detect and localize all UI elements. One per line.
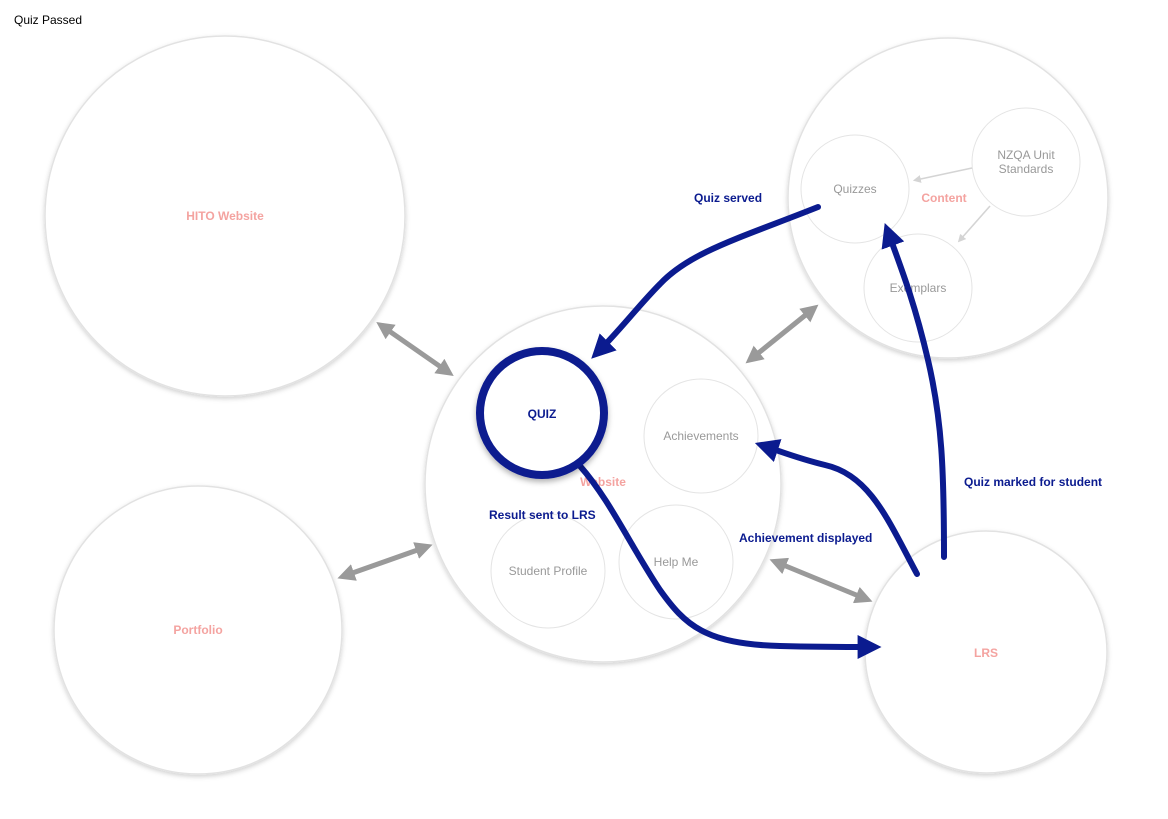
- nzqa-node: [971, 107, 1081, 217]
- student-profile-label: Student Profile: [509, 564, 588, 578]
- quiz-served-label: Quiz served: [694, 191, 762, 205]
- quiz-label: QUIZ: [528, 407, 557, 421]
- nzqa-to-exemplars-arrow: [957, 205, 991, 243]
- lrs-label: LRS: [974, 646, 998, 660]
- nzqa-label-line2: Standards: [999, 162, 1054, 176]
- exemplars-node: [863, 233, 973, 343]
- achievements-node: [643, 378, 759, 494]
- result-sent-label: Result sent to LRS: [489, 508, 596, 522]
- achievement-displayed-label: Achievement displayed: [739, 531, 872, 545]
- quiz-served-arrow: [591, 204, 821, 359]
- student-profile-node: [490, 513, 606, 629]
- help-me-node: [618, 504, 734, 620]
- quiz-marked-label: Quiz marked for student: [964, 475, 1102, 489]
- quizzes-node: [800, 134, 910, 244]
- quiz-marked-arrow: [881, 222, 947, 560]
- quizzes-label: Quizzes: [833, 182, 876, 196]
- result-sent-arrow: [577, 463, 882, 659]
- exemplars-label: Exemplars: [890, 281, 947, 295]
- page-title: Quiz Passed: [14, 13, 83, 27]
- hito-website-label: HITO Website: [186, 209, 264, 223]
- hito-website-connector: [376, 321, 454, 377]
- website-lrs-connector: [769, 557, 873, 604]
- nzqa-label-line1: NZQA Unit: [997, 148, 1055, 162]
- content-label: Content: [921, 191, 966, 205]
- achievement-displayed-arrow: [754, 439, 920, 577]
- nzqa-to-quizzes-arrow: [912, 167, 973, 183]
- quiz-node: [476, 347, 608, 479]
- website-content-connector: [745, 304, 819, 364]
- portfolio-label: Portfolio: [173, 623, 222, 637]
- portfolio-website-connector: [337, 542, 433, 581]
- achievements-label: Achievements: [663, 429, 738, 443]
- hito-website-node: [44, 35, 406, 397]
- portfolio-node: [53, 485, 343, 775]
- help-me-label: Help Me: [654, 555, 699, 569]
